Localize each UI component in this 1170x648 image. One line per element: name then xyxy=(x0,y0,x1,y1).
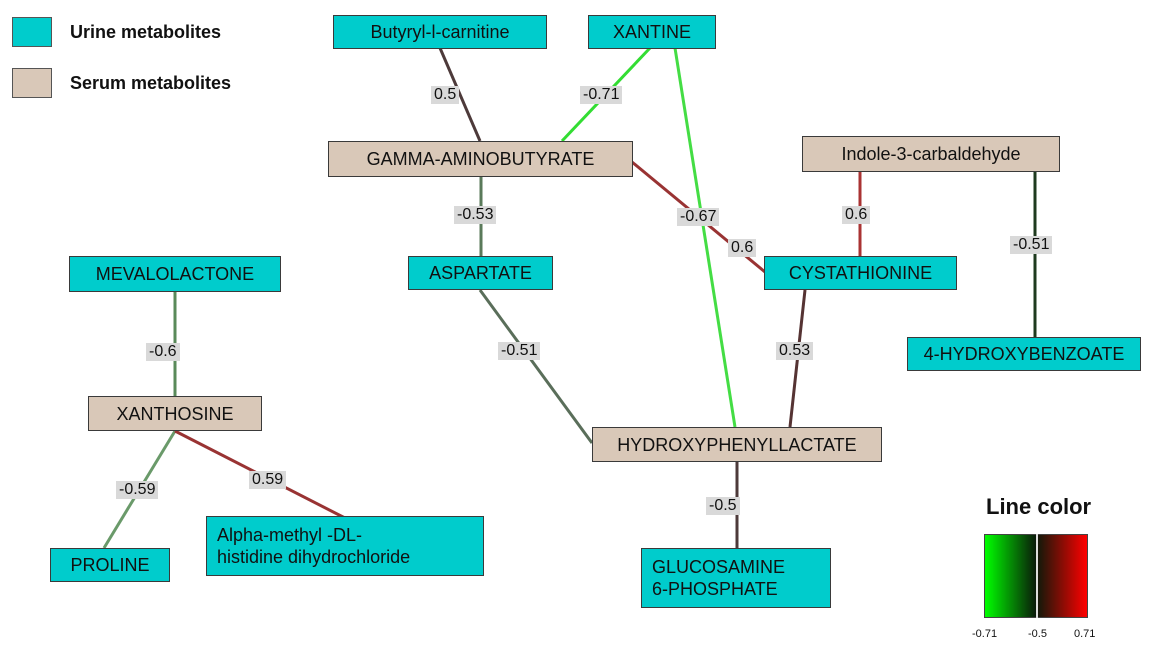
edge-xantine-hydroxyphenyllactate xyxy=(673,47,737,428)
edge-label-gaba-cystathionine-2: 0.6 xyxy=(728,239,757,257)
edge-butyryl-gaba xyxy=(438,47,482,142)
node-xantine[interactable]: XANTINE xyxy=(588,15,716,49)
edge-label-butyryl-gaba: 0.5 xyxy=(431,86,460,104)
legend-urine-swatch xyxy=(12,17,52,47)
node-hydroxyphenyllactate[interactable]: HYDROXYPHENYLLACTATE xyxy=(592,427,882,462)
colorbar-mid-label: -0.5 xyxy=(1028,628,1047,640)
node-mevalolactone[interactable]: MEVALOLACTONE xyxy=(69,256,281,292)
node-indole-3-carbaldehyde[interactable]: Indole-3-carbaldehyde xyxy=(802,136,1060,172)
edge-label-xantine-gaba: -0.71 xyxy=(580,86,623,104)
node-aspartate[interactable]: ASPARTATE xyxy=(408,256,553,290)
node-glucosamine-6-phosphate[interactable]: GLUCOSAMINE 6-PHOSPHATE xyxy=(641,548,831,608)
node-butyryl-l-carnitine[interactable]: Butyryl-l-carnitine xyxy=(333,15,547,49)
edge-aspartate-hydroxyphenyllactate xyxy=(478,289,594,444)
colorbar-mid-marker xyxy=(1036,534,1038,618)
node-alpha-methyl-dl-histidine[interactable]: Alpha-methyl -DL- histidine dihydrochlor… xyxy=(206,516,484,576)
node-proline[interactable]: PROLINE xyxy=(50,548,170,582)
node-xanthosine[interactable]: XANTHOSINE xyxy=(88,396,262,431)
node-gamma-aminobutyrate[interactable]: GAMMA-AMINOBUTYRATE xyxy=(328,141,633,177)
colorbar-title: Line color xyxy=(986,494,1092,519)
edge-label-aspartate-hydroxyphenyllactate: -0.51 xyxy=(498,342,541,360)
colorbar-max-label: 0.71 xyxy=(1074,628,1096,640)
node-cystathionine[interactable]: CYSTATHIONINE xyxy=(764,256,957,290)
edge-label-gaba-aspartate: -0.53 xyxy=(454,206,497,224)
edge-label-gaba-cystathionine: -0.67 xyxy=(677,208,720,226)
edge-label-indole-cystathionine: 0.6 xyxy=(842,206,871,224)
edge-label-hydroxyphenyllactate-glucosamine: -0.5 xyxy=(706,497,740,515)
legend-urine-label: Urine metabolites xyxy=(70,22,222,42)
colorbar-min-label: -0.71 xyxy=(972,628,998,640)
legend-serum-label: Serum metabolites xyxy=(70,73,232,93)
legend-serum-swatch xyxy=(12,68,52,98)
edge-label-cystathionine-hydroxyphenyllactate: 0.53 xyxy=(776,342,814,360)
edge-label-indole-hydroxybenzoate: -0.51 xyxy=(1010,236,1053,254)
edge-label-xanthosine-alphamethyl: 0.59 xyxy=(249,471,287,489)
edge-label-xanthosine-proline: -0.59 xyxy=(116,481,159,499)
node-4-hydroxybenzoate[interactable]: 4-HYDROXYBENZOATE xyxy=(907,337,1141,371)
edge-label-mevalolactone-xanthosine: -0.6 xyxy=(146,343,180,361)
